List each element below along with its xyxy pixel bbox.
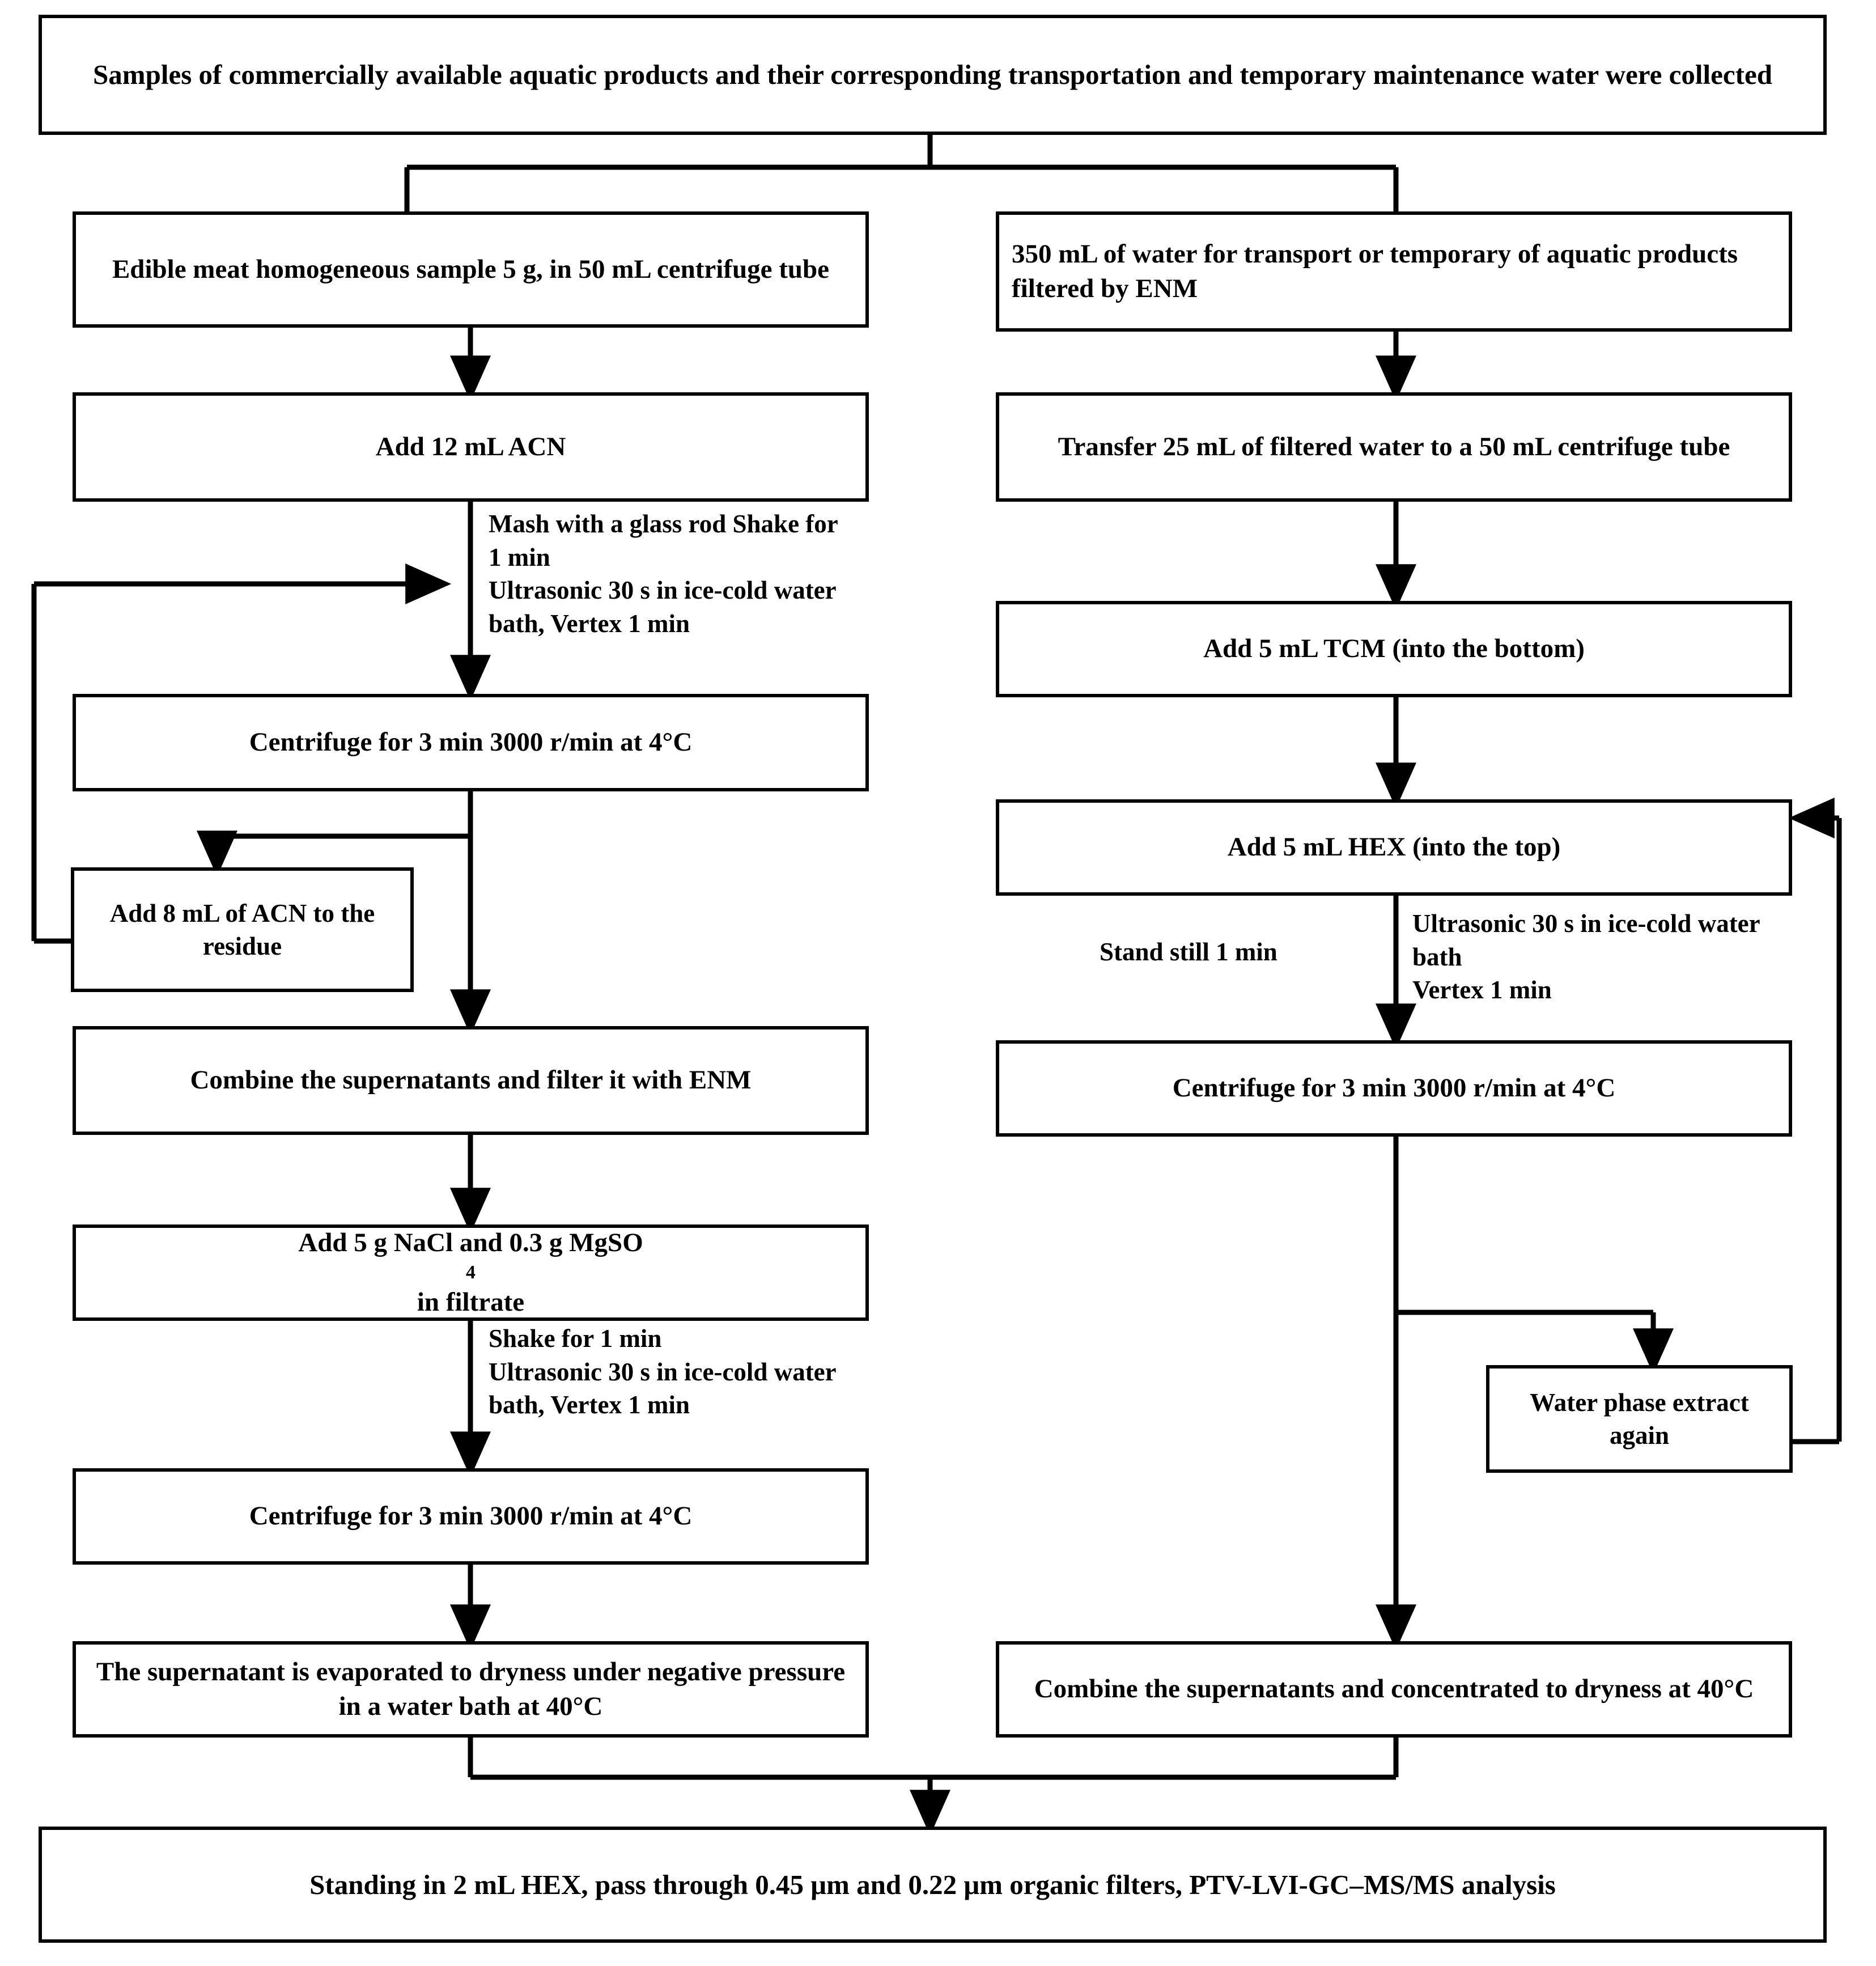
node-edible-meat-sample[interactable]: Edible meat homogeneous sample 5 g, in 5… xyxy=(73,211,869,328)
node-combine-concentrate-label: Combine the supernatants and concentrate… xyxy=(1034,1674,1754,1704)
node-add-12ml-acn[interactable]: Add 12 mL ACN xyxy=(73,392,869,502)
node-start-label: Samples of commercially available aquati… xyxy=(93,59,1772,91)
node-add-8ml-acn-residue[interactable]: Add 8 mL of ACN to the residue xyxy=(71,867,414,992)
node-water-phase-extract-again-label: Water phase extract again xyxy=(1530,1388,1749,1450)
node-add-5ml-hex-label: Add 5 mL HEX (into the top) xyxy=(1227,832,1561,862)
node-centrifuge-left-1-label: Centrifuge for 3 min 3000 r/min at 4°C xyxy=(249,727,693,757)
node-evaporate-dryness-label: The supernatant is evaporated to dryness… xyxy=(96,1656,846,1721)
node-transfer-25ml-label: Transfer 25 mL of filtered water to a 50… xyxy=(1058,431,1730,461)
node-transfer-25ml[interactable]: Transfer 25 mL of filtered water to a 50… xyxy=(996,392,1792,502)
node-add-5ml-tcm-label: Add 5 mL TCM (into the bottom) xyxy=(1203,634,1585,664)
edge-label-ultrasonic-right: Ultrasonic 30 s in ice-cold water bath V… xyxy=(1412,909,1760,1004)
node-add-nacl-mgso4-label: Add 5 g NaCl and 0.3 g MgSO 4 in filtrate xyxy=(88,1226,853,1320)
edge-label-shake-1min: Shake for 1 min Ultrasonic 30 s in ice-c… xyxy=(489,1324,837,1419)
node-evaporate-dryness[interactable]: The supernatant is evaporated to dryness… xyxy=(73,1641,869,1738)
node-centrifuge-right[interactable]: Centrifuge for 3 min 3000 r/min at 4°C xyxy=(996,1040,1792,1137)
node-combine-filter-enm[interactable]: Combine the supernatants and filter it w… xyxy=(73,1026,869,1135)
node-add-5ml-hex[interactable]: Add 5 mL HEX (into the top) xyxy=(996,799,1792,896)
node-final-analysis-label: Standing in 2 mL HEX, pass through 0.45 … xyxy=(309,1868,1556,1900)
node-350ml-water-filtered[interactable]: 350 mL of water for transport or tempora… xyxy=(996,211,1792,332)
nacl-text-post: in filtrate xyxy=(417,1287,525,1317)
node-centrifuge-left-2-label: Centrifuge for 3 min 3000 r/min at 4°C xyxy=(249,1501,693,1531)
node-add-8ml-acn-residue-label: Add 8 mL of ACN to the residue xyxy=(109,899,375,961)
node-centrifuge-right-label: Centrifuge for 3 min 3000 r/min at 4°C xyxy=(1172,1073,1616,1103)
edge-label-stand-still: Stand still 1 min xyxy=(1100,938,1277,966)
mgso4-subscript: 4 xyxy=(466,1262,476,1283)
node-350ml-water-filtered-label: 350 mL of water for transport or tempora… xyxy=(1012,239,1738,303)
node-add-nacl-mgso4[interactable]: Add 5 g NaCl and 0.3 g MgSO 4 in filtrate xyxy=(73,1224,869,1321)
node-water-phase-extract-again[interactable]: Water phase extract again xyxy=(1486,1365,1793,1473)
node-edible-meat-sample-label: Edible meat homogeneous sample 5 g, in 5… xyxy=(112,254,830,284)
node-combine-concentrate[interactable]: Combine the supernatants and concentrate… xyxy=(996,1641,1792,1738)
node-centrifuge-left-1[interactable]: Centrifuge for 3 min 3000 r/min at 4°C xyxy=(73,694,869,791)
node-add-5ml-tcm[interactable]: Add 5 mL TCM (into the bottom) xyxy=(996,601,1792,697)
node-combine-filter-enm-label: Combine the supernatants and filter it w… xyxy=(190,1065,752,1095)
node-start[interactable]: Samples of commercially available aquati… xyxy=(39,15,1827,135)
edge-label-mash-glass-rod: Mash with a glass rod Shake for 1 min Ul… xyxy=(489,510,838,638)
nacl-text-pre: Add 5 g NaCl and 0.3 g MgSO xyxy=(298,1227,643,1257)
node-final-analysis[interactable]: Standing in 2 mL HEX, pass through 0.45 … xyxy=(39,1827,1827,1943)
node-add-12ml-acn-label: Add 12 mL ACN xyxy=(375,431,566,461)
node-centrifuge-left-2[interactable]: Centrifuge for 3 min 3000 r/min at 4°C xyxy=(73,1468,869,1565)
